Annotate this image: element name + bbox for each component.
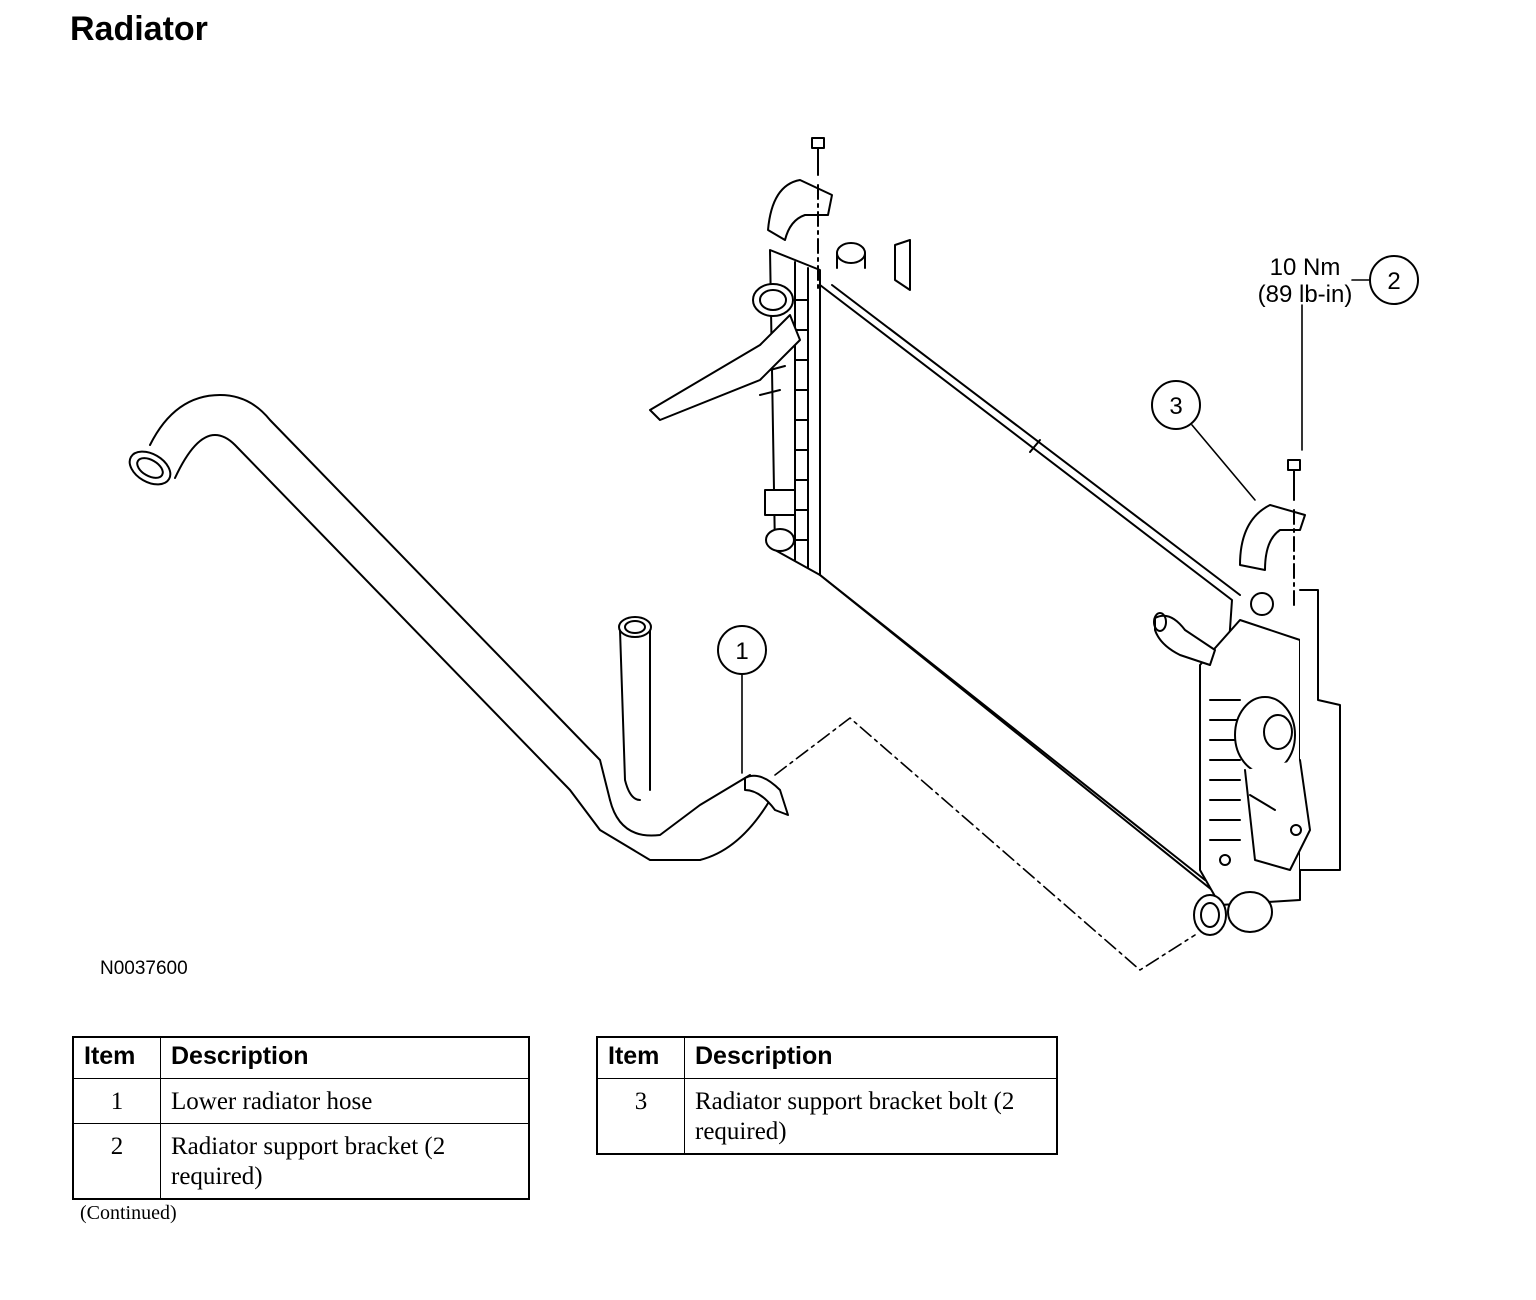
item-number: 2: [72, 1123, 161, 1200]
callout-2-circle: [1369, 255, 1419, 305]
continued-note: (Continued): [80, 1202, 177, 1224]
callout-3-label: 3: [1169, 393, 1182, 420]
table-row: 1 Lower radiator hose: [72, 1078, 530, 1124]
table-header-row: Item Description: [72, 1036, 530, 1079]
column-header-description: Description: [684, 1036, 1058, 1079]
filler-neck: [836, 242, 866, 264]
radiator-left-tank: [752, 249, 821, 576]
item-description: Radiator support bracket bolt (2 require…: [684, 1078, 1058, 1155]
torque-lbin-label: (89 lb-in): [1258, 281, 1353, 308]
left-support-bracket: [767, 137, 833, 291]
column-header-description: Description: [160, 1036, 530, 1079]
left-air-deflector: [649, 239, 911, 421]
callout-3-circle: [1151, 380, 1201, 430]
item-number: 1: [72, 1078, 161, 1124]
item-description: Lower radiator hose: [160, 1078, 530, 1124]
assembly-line: [774, 717, 1196, 971]
item-number: 3: [596, 1078, 685, 1155]
column-header-item: Item: [72, 1036, 161, 1079]
right-support-bracket: [1239, 459, 1306, 611]
table-row: 3 Radiator support bracket bolt (2 requi…: [596, 1078, 1058, 1155]
radiator-core: [811, 284, 1241, 891]
figure-id: N0037600: [100, 958, 188, 979]
callout-2-label: 2: [1387, 268, 1400, 295]
column-header-item: Item: [596, 1036, 685, 1079]
callout-1-label: 1: [735, 638, 748, 665]
table-row: 2 Radiator support bracket (2 required): [72, 1123, 530, 1200]
item-description: Radiator support bracket (2 required): [160, 1123, 530, 1200]
page-title: Radiator: [70, 10, 208, 48]
legend-table-right: Item Description 3 Radiator support brac…: [596, 1036, 1058, 1155]
lower-radiator-hose: [128, 394, 789, 861]
callout-1-circle: [717, 625, 767, 675]
fan-motor: [1193, 696, 1311, 936]
torque-nm-label: 10 Nm: [1270, 254, 1341, 281]
legend-table-left: Item Description 1 Lower radiator hose 2…: [72, 1036, 530, 1200]
table-header-row: Item Description: [596, 1036, 1058, 1079]
